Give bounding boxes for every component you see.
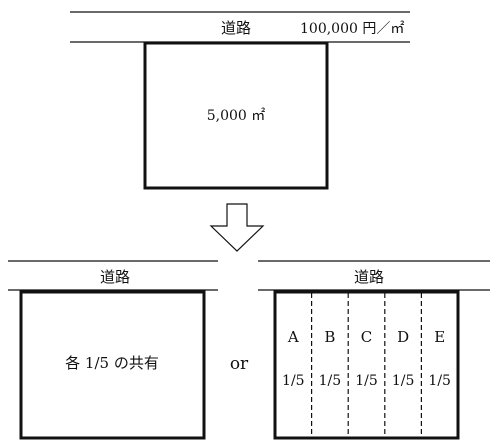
parcel-name: B	[324, 328, 335, 346]
lot-area-label: 5,000 ㎡	[207, 108, 266, 124]
co-ownership-section: 道路 各 1/5 の共有	[8, 260, 218, 440]
left-road-label: 道路	[100, 268, 130, 286]
parcel-name: C	[361, 328, 372, 346]
division-section: 道路 A 1/5 B 1/5 C 1/5 D 1/5 E 1/5	[258, 260, 490, 440]
parcel-share: 1/5	[282, 373, 305, 389]
parcel-name: A	[287, 328, 299, 346]
parcel-share: 1/5	[319, 373, 342, 389]
road-price-label: 100,000 円／㎡	[300, 21, 404, 37]
divided-lot	[273, 290, 460, 440]
parcel-name: E	[434, 328, 445, 346]
co-owned-lot	[19, 290, 206, 440]
top-section: 道路 100,000 円／㎡ 5,000 ㎡	[70, 11, 410, 190]
or-connector: or	[230, 354, 249, 374]
original-lot	[143, 41, 329, 190]
down-arrow-icon	[209, 203, 265, 252]
top-road-label: 道路	[221, 19, 251, 37]
parcel-share: 1/5	[392, 373, 415, 389]
parcel-share: 1/5	[428, 373, 451, 389]
co-ownership-label: 各 1/5 の共有	[65, 354, 159, 372]
parcel-name: D	[397, 328, 409, 346]
right-road-label: 道路	[354, 268, 384, 286]
parcel-share: 1/5	[355, 373, 378, 389]
